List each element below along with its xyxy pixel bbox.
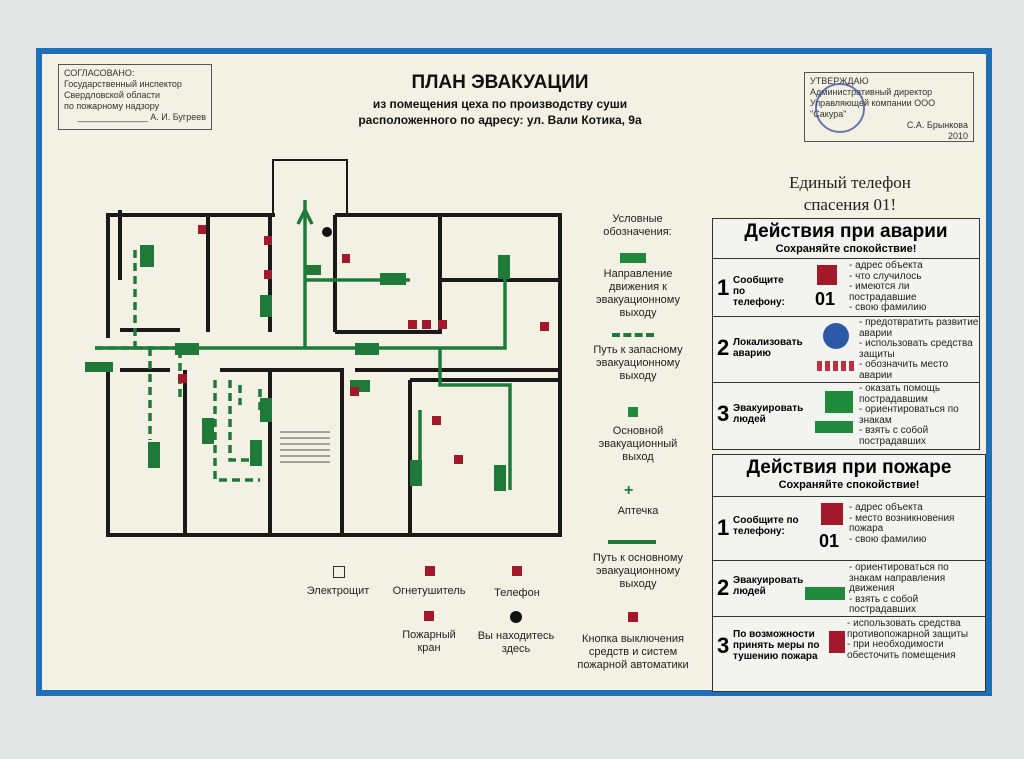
- step-label: Локализовать аварию: [733, 337, 803, 359]
- panel-calm: Сохраняйте спокойствие!: [775, 243, 917, 255]
- main-exit-icon: [628, 407, 638, 417]
- exit-arrow-icon: [296, 209, 314, 225]
- first-aid-icon: +: [624, 482, 634, 499]
- step-label: Сообщите по телефону:: [733, 275, 785, 308]
- step-item: - обозначить место аварии: [859, 359, 949, 381]
- approval-line: Свердловской области: [64, 90, 161, 100]
- step-label: По возможности принять меры по тушению п…: [733, 629, 820, 662]
- electrical-panel-icon: [333, 566, 345, 578]
- approval-signer: А. И. Бугреев: [150, 112, 206, 122]
- step-number: 1: [717, 515, 730, 540]
- protective-gear-icon: [823, 323, 849, 349]
- fire-hydrant-icon: [424, 611, 434, 621]
- legend-item: Аптечка: [617, 505, 659, 517]
- step-number: 1: [717, 275, 730, 300]
- exit-signs: [85, 245, 510, 491]
- phone-number: 01: [815, 289, 836, 309]
- legend-item: Основной эвакуационный выход: [598, 425, 678, 463]
- phone-icon: [821, 503, 843, 525]
- legend-item: Электрощит: [306, 585, 370, 597]
- address: расположенного по адресу: ул. Вали Котик…: [358, 113, 642, 127]
- step-item: - имеются ли пострадавшие: [849, 281, 917, 303]
- legend-item: Огнетушитель: [392, 585, 466, 597]
- accident-actions-panel: Действия при аварии Сохраняйте спокойств…: [712, 218, 980, 450]
- walls: [106, 159, 562, 537]
- legend-item: Путь к запасному эвакуационному выходу: [593, 344, 683, 382]
- fire-actions-panel: Действия при пожаре Сохраняйте спокойств…: [712, 454, 986, 692]
- phone-banner: Единый телефон: [789, 173, 911, 192]
- fire-equipment-signs: [178, 225, 549, 464]
- step-item: - предотвратить развитие аварии: [859, 317, 979, 339]
- extinguisher-icon: [425, 566, 435, 576]
- step-item: - оказать помощь пострадавшим: [859, 383, 941, 405]
- panel-title: Действия при аварии: [744, 221, 948, 242]
- step-item: - что случилось: [849, 270, 922, 282]
- extinguisher-icon: [829, 631, 845, 653]
- panel-calm: Сохраняйте спокойствие!: [778, 479, 920, 491]
- stairs-icon: [280, 431, 330, 463]
- panel-title: Действия при пожаре: [746, 457, 952, 478]
- legend-item: Направление движения к эвакуационному вы…: [596, 268, 680, 319]
- phone-icon: [817, 265, 837, 285]
- step-item: - адрес объекта: [849, 260, 923, 271]
- step-number: 2: [717, 335, 730, 360]
- phone-banner: спасения 01!: [803, 195, 897, 214]
- exit-sign-icon: [805, 587, 845, 600]
- step-item: - использовать средства противопожарной …: [847, 618, 969, 640]
- approval-line: Административный директор: [810, 87, 933, 97]
- legend-item: Пожарный кран: [402, 629, 456, 654]
- you-are-here-icon: [510, 611, 522, 623]
- step-label: Эвакуировать людей: [733, 403, 804, 425]
- step-item: - взять с собой пострадавших: [859, 425, 929, 447]
- approval-line: СОГЛАСОВАНО:: [64, 68, 135, 78]
- step-item: - место возникновения пожара: [849, 512, 955, 534]
- legend-item: Кнопка выключения средств и систем пожар…: [577, 633, 689, 671]
- legend-item: Путь к основному эвакуационному выходу: [592, 552, 684, 590]
- phone-number: 01: [819, 531, 840, 551]
- step-item: - взять с собой пострадавших: [849, 593, 919, 615]
- approval-signer: С.А. Брынкова: [906, 120, 968, 130]
- page-title: ПЛАН ЭВАКУАЦИИ: [411, 72, 589, 93]
- step-item: - ориентироваться по знакам направления …: [849, 562, 949, 594]
- subtitle: из помещения цеха по производству суши: [372, 97, 628, 111]
- step-item: - при необходимости обесточить помещения: [847, 639, 956, 661]
- approval-line: УТВЕРЖДАЮ: [810, 76, 869, 86]
- exit-sign-icon: [815, 421, 853, 433]
- exit-sign-icon: [620, 253, 646, 263]
- legend-item: Телефон: [494, 587, 540, 599]
- legend-item: Вы находитесь здесь: [477, 630, 555, 655]
- step-item: - адрес объекта: [849, 502, 923, 513]
- approval-line: по пожарному надзору: [64, 101, 160, 111]
- step-item: - ориентироваться по знакам: [859, 404, 959, 426]
- step-number: 3: [717, 633, 730, 658]
- phone-icon: [512, 566, 522, 576]
- step-label: Сообщите по телефону:: [733, 515, 799, 537]
- first-aid-icon: [825, 391, 853, 413]
- seal-icon: [815, 83, 865, 133]
- floor-plan: [85, 159, 562, 537]
- approval-year: 2010: [947, 131, 968, 141]
- approval-line: Государственный инспектор: [64, 79, 182, 89]
- you-are-here-icon: [322, 227, 332, 237]
- warning-tape-icon: [817, 361, 857, 371]
- step-item: - свою фамилию: [849, 533, 927, 545]
- shutdown-button-icon: [628, 612, 638, 622]
- reserve-routes: [95, 250, 262, 482]
- approval-stamp-right: УТВЕРЖДАЮ Административный директор Упра…: [804, 72, 974, 142]
- step-number: 2: [717, 575, 730, 600]
- solid-arrow-icon: [608, 540, 656, 544]
- step-item: - использовать средства защиты: [859, 338, 973, 360]
- step-item: - свою фамилию: [849, 302, 927, 313]
- legend-heading: Условные обозначения:: [603, 213, 672, 238]
- dashed-arrow-icon: [612, 333, 654, 337]
- step-label: Эвакуировать людей: [733, 575, 804, 597]
- approval-stamp-left: СОГЛАСОВАНО: Государственный инспектор С…: [58, 64, 212, 130]
- step-number: 3: [717, 401, 730, 426]
